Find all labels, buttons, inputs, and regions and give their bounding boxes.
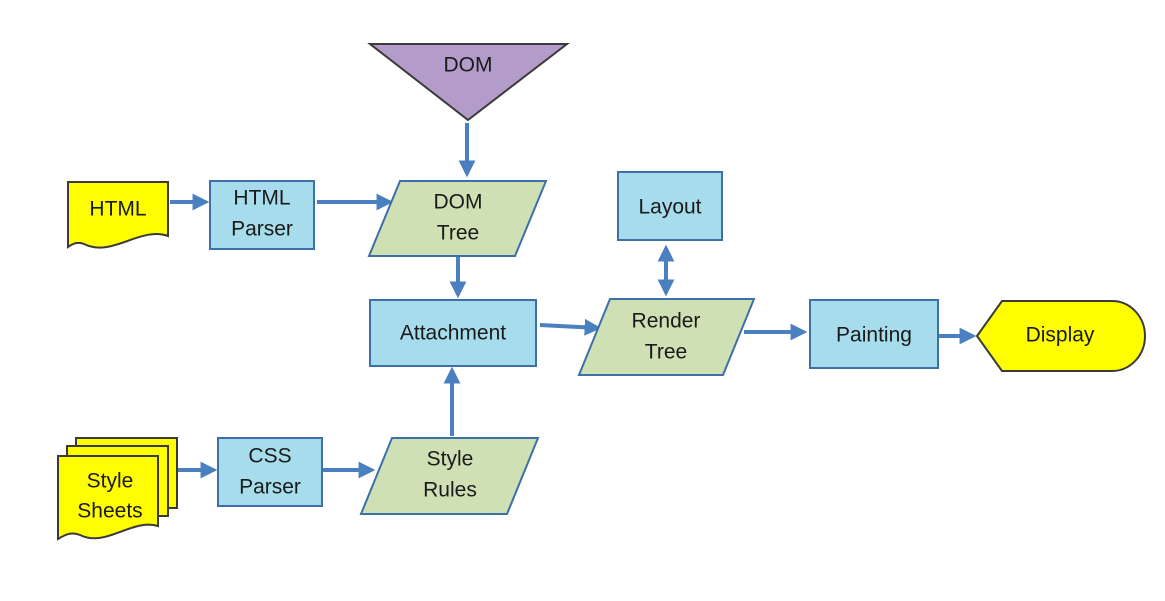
node-render-tree-line2: Tree: [645, 341, 687, 364]
node-html-document-label: HTML: [89, 198, 146, 221]
node-style-sheets-line2: Sheets: [77, 500, 142, 523]
node-dom: DOM: [367, 43, 570, 122]
edges: [170, 123, 977, 479]
node-style-rules-line1: Style: [427, 448, 474, 471]
node-layout-label: Layout: [638, 196, 701, 219]
node-display: Display: [975, 300, 1146, 372]
edge-attachment-to-render-tree: [539, 318, 602, 336]
node-css-parser-line1: CSS: [248, 445, 291, 468]
node-css-parser: CSS Parser: [217, 437, 323, 507]
node-attachment: Attachment: [369, 299, 537, 367]
node-html-parser-line2: Parser: [231, 218, 293, 241]
node-attachment-label: Attachment: [400, 322, 506, 345]
node-painting-label: Painting: [836, 324, 912, 347]
node-style-rules-line2: Rules: [423, 479, 477, 502]
node-dom-tree-line2: Tree: [437, 222, 479, 245]
node-painting: Painting: [809, 299, 939, 369]
node-render-tree: Render Tree: [577, 298, 756, 376]
node-dom-tree: DOM Tree: [367, 180, 548, 257]
node-display-label: Display: [1026, 324, 1095, 347]
node-style-rules: Style Rules: [359, 437, 540, 515]
node-render-tree-line1: Render: [632, 310, 701, 333]
node-html-parser-line1: HTML: [233, 187, 290, 210]
node-css-parser-line2: Parser: [239, 476, 301, 499]
node-html-document: HTML: [67, 181, 169, 249]
node-style-sheets: Style Sheets: [57, 437, 178, 541]
node-dom-tree-line1: DOM: [434, 191, 483, 214]
node-dom-label: DOM: [444, 54, 493, 77]
node-html-parser: HTML Parser: [209, 180, 315, 250]
node-layout: Layout: [617, 171, 723, 241]
node-style-sheets-line1: Style: [87, 470, 134, 493]
